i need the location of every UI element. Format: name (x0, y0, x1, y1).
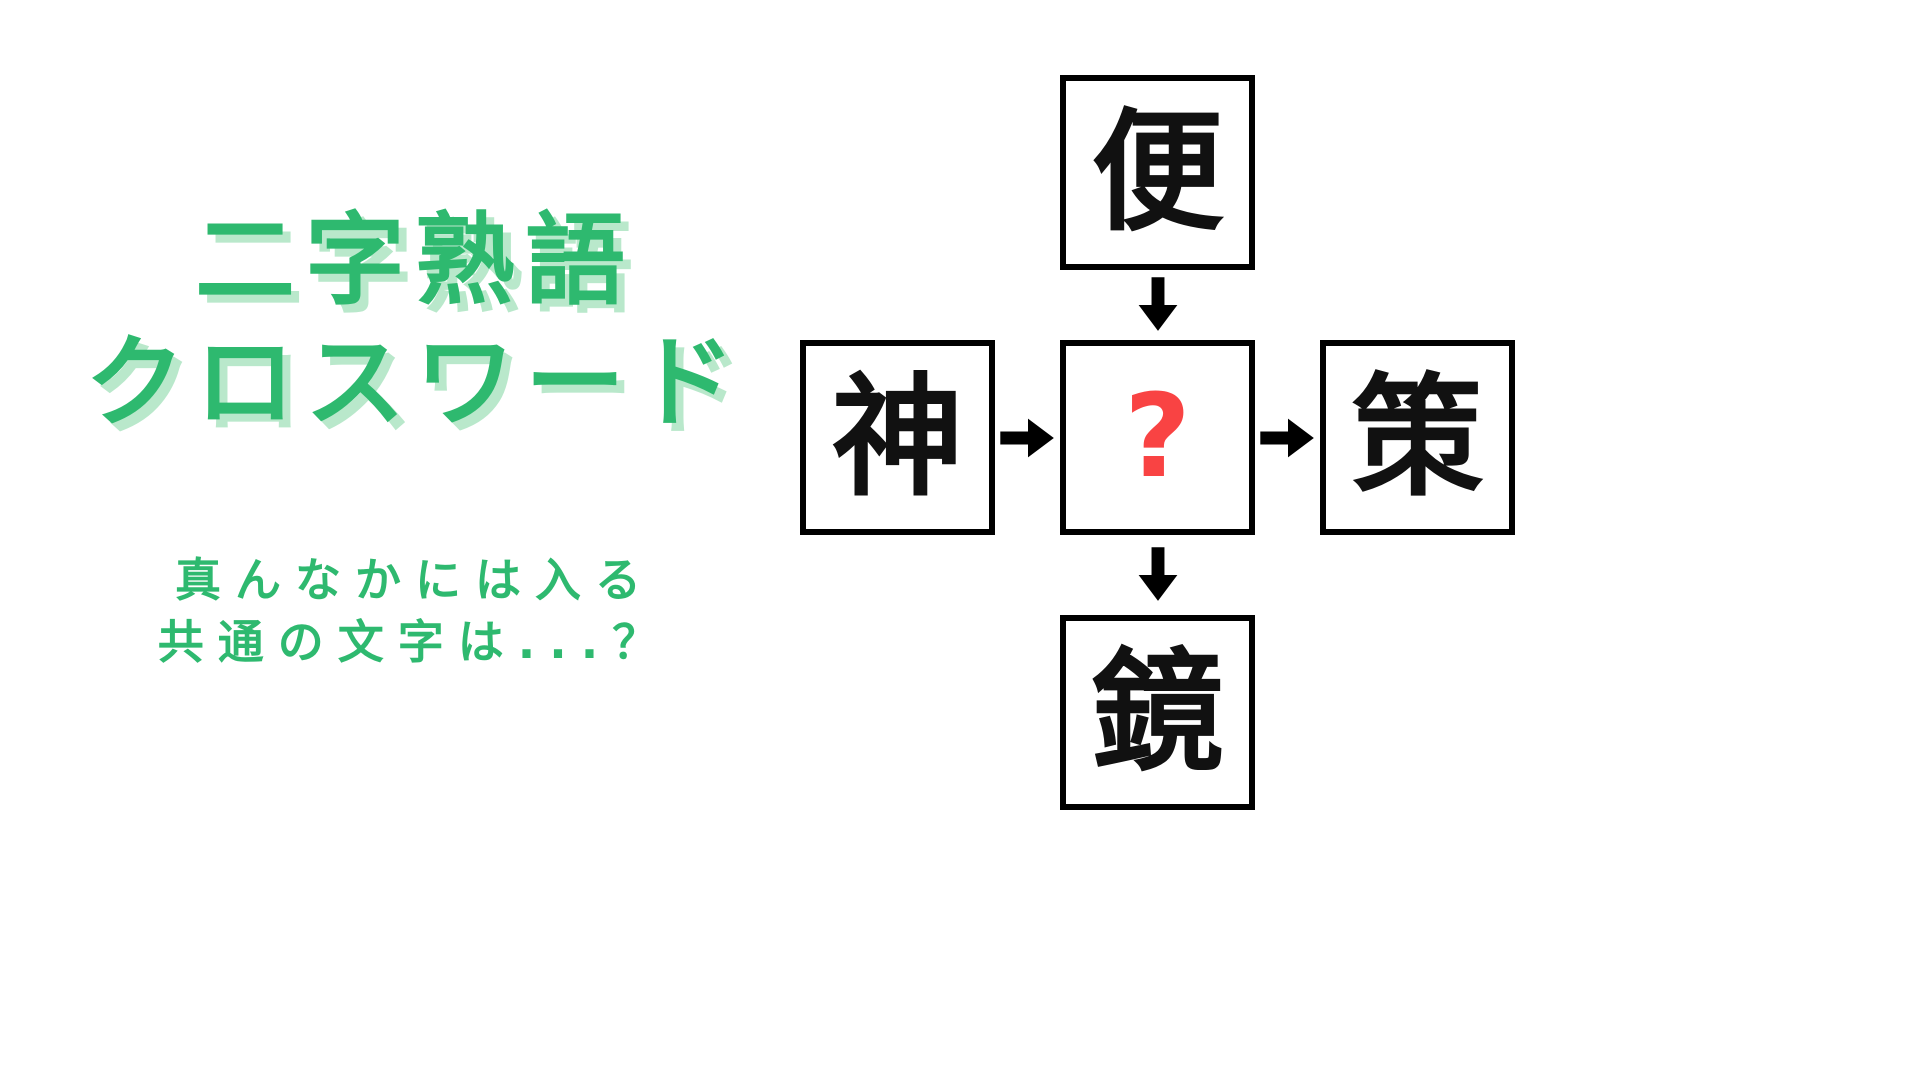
subtitle-line-2: 共通の文字は...？ (157, 615, 673, 670)
title-line-2: クロスワード (85, 324, 745, 441)
kanji-left: 神 (831, 360, 964, 515)
kanji-box-right: 策 (1320, 340, 1515, 535)
arrow-down-top-icon (1060, 270, 1255, 340)
kanji-bottom: 鏡 (1091, 635, 1224, 790)
arrow-right-center-icon (1255, 340, 1320, 535)
kanji-top: 便 (1091, 95, 1224, 250)
kanji-box-top: 便 (1060, 75, 1255, 270)
kanji-box-bottom: 鏡 (1060, 615, 1255, 810)
title-line-1: 二字熟語 (195, 202, 635, 319)
arrow-down-bottom-icon (1060, 535, 1255, 615)
question-mark: ? (1124, 370, 1191, 504)
title-section: 二字熟語 クロスワード 真んなかには入る 共通の文字は...？ (30, 200, 800, 673)
subtitle: 真んなかには入る 共通の文字は...？ (30, 549, 800, 673)
page-title: 二字熟語 クロスワード (30, 200, 800, 444)
arrow-right-left-icon (995, 340, 1060, 535)
kanji-box-center: ? (1060, 340, 1255, 535)
kanji-right: 策 (1351, 360, 1484, 515)
subtitle-line-1: 真んなかには入る (175, 553, 655, 607)
kanji-box-left: 神 (800, 340, 995, 535)
crossword-grid: 便 神 ? 策 (800, 75, 1515, 810)
